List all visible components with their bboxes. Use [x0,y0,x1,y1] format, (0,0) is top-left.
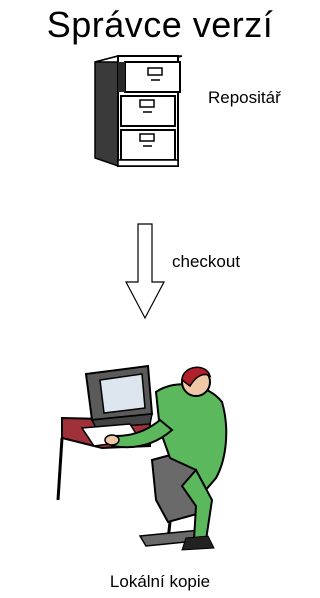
filing-cabinet-icon [95,56,182,166]
local-copy-label: Lokální kopie [0,572,320,592]
checkout-label: checkout [172,252,240,272]
down-arrow-icon [126,224,164,318]
repository-label: Repositář [208,88,281,108]
person-at-computer-icon [58,366,226,550]
